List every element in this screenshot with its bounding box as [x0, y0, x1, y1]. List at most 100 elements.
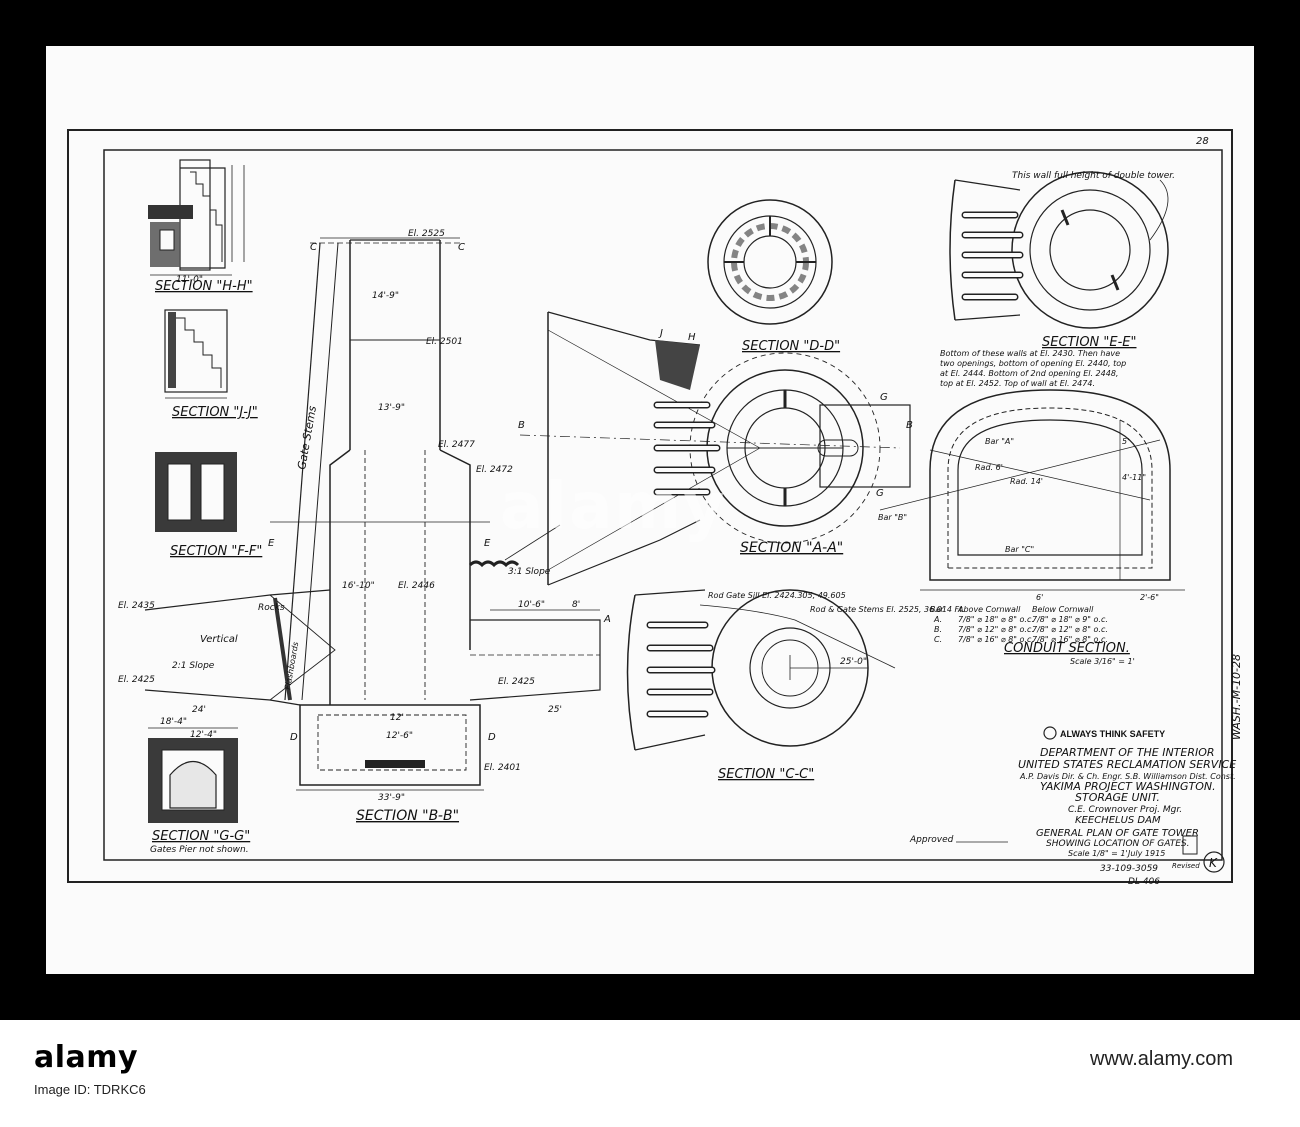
bar-a-label: Bar "A": [985, 437, 1014, 446]
title-line6: C.E. Crownover Proj. Mgr.: [1068, 805, 1182, 815]
title-scale: Scale 1/8" = 1': [1068, 849, 1128, 858]
bars-row-a-bar: A.: [933, 615, 942, 624]
bars-row-a-above: 7/8" ⌀ 18" ⌀ 8" o.c.: [958, 615, 1034, 624]
el-2435: El. 2435: [118, 601, 155, 611]
title-line8: GENERAL PLAN OF GATE TOWER: [1036, 828, 1199, 839]
bars-row-c-bar: C.: [934, 635, 942, 644]
section-ff-caption: SECTION "F-F": [170, 544, 262, 559]
bars-col-below: Below Cornwall: [1032, 605, 1094, 614]
title-line9: SHOWING LOCATION OF GATES.: [1046, 839, 1189, 849]
sheet-number: 28: [1196, 136, 1209, 147]
section-gg-caption: SECTION "G-G": [152, 829, 250, 844]
bars-row-b-below: 7/8" ⌀ 12" ⌀ 8" o.c.: [1032, 625, 1108, 634]
outer-border: [67, 129, 1233, 883]
ee-note-1: Bottom of these walls at El. 2430. Then …: [940, 349, 1120, 358]
dim-14-9: 14'-9": [372, 291, 399, 301]
dim-4-11: 4'-11": [1122, 473, 1146, 482]
section-cc-caption: SECTION "C-C": [718, 767, 814, 782]
safety-icon: [1043, 726, 1057, 740]
letter-b-left: B: [518, 420, 525, 431]
section-cc-drawing: [626, 589, 896, 751]
dim-rad-14: Rad. 14': [1010, 477, 1043, 486]
section-jj-caption: SECTION "J-J": [172, 405, 258, 420]
bars-row-c-below: 7/8" ⌀ 16" ⌀ 8" o.c.: [1032, 635, 1108, 644]
bars-col-bar: Bar: [930, 605, 944, 614]
letter-j: J: [658, 328, 663, 339]
section-gg-note: Gates Pier not shown.: [150, 845, 249, 855]
drawing-number: 33-109-3059: [1100, 864, 1158, 874]
conduit-scale: Scale 3/16" = 1': [1070, 657, 1135, 666]
letter-c-left: C: [310, 242, 317, 253]
letter-c-right: C: [458, 242, 465, 253]
letter-g-bottom: G: [876, 488, 884, 499]
section-aa-caption: SECTION "A-A": [740, 540, 843, 556]
engineering-drawing: 28 WASH.-M-10-28 K SECTION "H-H" 11'-0" …: [67, 129, 1243, 887]
title-line1: DEPARTMENT OF THE INTERIOR: [1040, 746, 1215, 759]
letter-g-top: G: [880, 392, 888, 403]
bars-row-c-above: 7/8" ⌀ 16" ⌀ 8" o.c.: [958, 635, 1034, 644]
section-bb-caption: SECTION "B-B": [356, 808, 459, 824]
section-ee-drawing: [949, 171, 1169, 329]
letter-b-right: B: [906, 420, 913, 431]
el-2472: El. 2472: [476, 465, 513, 475]
dim-12: 12': [390, 713, 404, 723]
title-line7: KEECHELUS DAM: [1075, 815, 1161, 826]
dim-13-9: 13'-9": [378, 403, 405, 413]
double-tower-note: This wall full height of double tower.: [1012, 171, 1175, 181]
el-2446: El. 2446: [398, 581, 435, 591]
bar-b-label: Bar "B": [878, 513, 907, 522]
dim-rad-6: Rad. 6': [975, 463, 1003, 472]
section-gg-drawing: [148, 727, 238, 823]
section-dd-caption: SECTION "D-D": [742, 339, 840, 354]
ee-note-2: two openings, bottom of opening El. 2440…: [940, 359, 1126, 368]
letter-e-right: E: [484, 538, 491, 549]
section-jj-drawing: [164, 309, 228, 399]
el-2401: El. 2401: [484, 763, 521, 773]
el-2425-left: El. 2425: [118, 675, 155, 685]
conduit-section-drawing: [879, 389, 1185, 591]
dim-10-6: 10'-6": [518, 600, 545, 610]
letter-e-left: E: [268, 538, 275, 549]
bars-col-above: Above Cornwall: [957, 605, 1021, 614]
title-block: ALWAYS THINK SAFETY DEPARTMENT OF THE IN…: [909, 726, 1236, 887]
letter-h: H: [688, 332, 696, 343]
approved-label: Approved: [909, 835, 954, 845]
side-code: WASH.-M-10-28: [1230, 654, 1243, 740]
bars-table: Bar Above Cornwall Below Cornwall A. 7/8…: [930, 605, 1108, 644]
section-aa-drawing: [519, 311, 911, 586]
ee-note-4: top at El. 2452. Top of wall at El. 2474…: [940, 379, 1095, 388]
el-2501: El. 2501: [426, 337, 463, 347]
dim-25: 25': [548, 705, 562, 715]
bar-c-label: Bar "C": [1005, 545, 1034, 554]
el-2477: El. 2477: [438, 440, 475, 450]
section-dd-drawing: [707, 199, 833, 325]
stock-logo: alamy: [34, 1040, 139, 1075]
letter-d-left: D: [290, 732, 298, 743]
dim-12-4: 12'-4": [190, 730, 217, 740]
bars-row-b-above: 7/8" ⌀ 12" ⌀ 8" o.c.: [958, 625, 1034, 634]
dim-2-6: 2'-6": [1140, 593, 1159, 602]
dim-5: 5': [1122, 437, 1129, 446]
title-line4: YAKIMA PROJECT WASHINGTON.: [1040, 780, 1216, 793]
inner-border: [103, 149, 1223, 861]
dim-8: 8': [572, 600, 580, 610]
dim-12-6: 12'-6": [386, 731, 413, 741]
safety-text: ALWAYS THINK SAFETY: [1060, 729, 1165, 739]
conduit-section-caption: CONDUIT SECTION.: [1004, 641, 1130, 656]
dim-11-0: 11'-0": [176, 275, 203, 285]
stock-footer: [0, 1020, 1300, 1127]
el-2425-right: El. 2425: [498, 677, 535, 687]
title-line3: A.P. Davis Dir. & Ch. Engr. S.B. William…: [1019, 772, 1236, 781]
revised-label: Revised: [1172, 862, 1200, 870]
slope-3-1: 3:1 Slope: [508, 567, 551, 577]
bars-row-a-below: 7/8" ⌀ 18" ⌀ 9" o.c.: [1032, 615, 1108, 624]
title-line5: STORAGE UNIT.: [1075, 791, 1160, 804]
dim-25-0: 25'-0": [840, 657, 867, 667]
section-hh-drawing: [148, 159, 245, 276]
vertical-label: Vertical: [200, 634, 238, 645]
dim-6: 6': [1036, 593, 1043, 602]
rocks-label: Rocks: [258, 603, 285, 613]
title-date: July 1915: [1126, 849, 1165, 858]
dl-number: DL 406: [1128, 877, 1160, 887]
stock-url: www.alamy.com: [1090, 1048, 1233, 1070]
